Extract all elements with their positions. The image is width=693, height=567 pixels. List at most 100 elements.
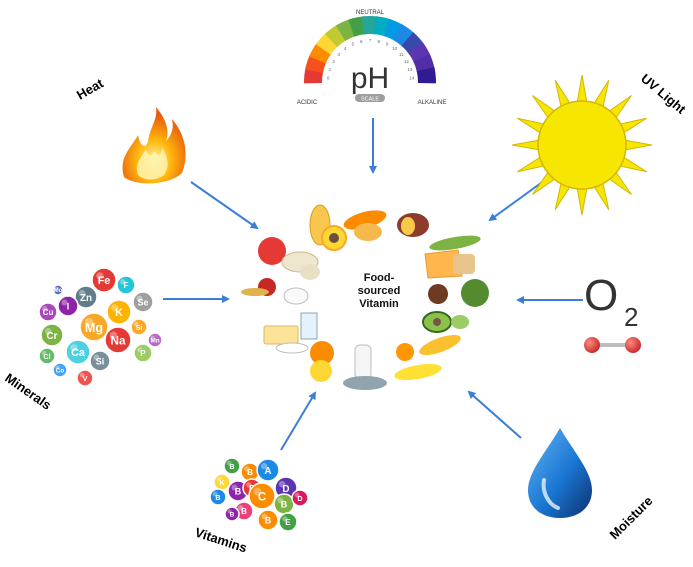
ph-segment [401, 32, 425, 55]
nut-icon [428, 284, 448, 304]
element-symbol: B [235, 487, 242, 497]
element-symbol: C [258, 491, 267, 504]
element-symbol: D [282, 484, 289, 495]
ph-number: 12 [404, 59, 410, 64]
element-bubble: Mg [79, 312, 109, 342]
element-symbol: Cl [43, 352, 50, 361]
element-symbol: F [124, 281, 129, 290]
arrow-heat [190, 181, 259, 230]
element-bubble: E [278, 512, 298, 532]
uv-light-label: UV Light [638, 71, 689, 117]
element-symbol: D [297, 494, 302, 503]
element-bubble: Mo [52, 284, 64, 296]
sun-ray [576, 74, 588, 104]
element-symbol: Mn [150, 337, 159, 344]
element-bubble: B [240, 462, 260, 482]
element-symbol: K [115, 307, 123, 319]
ph-segment [324, 24, 347, 47]
element-bubble: Fe [91, 267, 117, 293]
vitamins-cluster: BBAKBBDBBCBDBBE [209, 457, 309, 532]
sun-icon [511, 74, 653, 216]
cheese-icon [424, 249, 463, 279]
ph-number: 7 [369, 38, 372, 43]
ph-number: 3 [338, 52, 341, 57]
tomato-icon [258, 237, 286, 265]
ph-acidic-label: ACIDIC [297, 100, 318, 106]
element-symbol: Cu [43, 308, 54, 317]
sun-ray [511, 139, 541, 151]
ph-neutral-label: NEUTRAL [356, 10, 385, 16]
vitamins-label: Vitamins [193, 525, 249, 556]
element-symbol: Si [136, 323, 143, 332]
element-bubble: Zn [74, 285, 98, 309]
ph-segment [393, 24, 416, 47]
cheese-plate-icon [275, 342, 309, 354]
ph-number: 5 [352, 42, 355, 47]
ph-number: 1 [329, 67, 332, 72]
ph-number: 13 [407, 67, 413, 72]
bread-icon [453, 254, 475, 274]
element-bubble: A [256, 458, 280, 482]
element-bubble: Si [130, 318, 148, 336]
element-symbol: P [140, 349, 146, 358]
ph-number: 2 [332, 59, 335, 64]
element-symbol: Na [111, 335, 126, 348]
element-bubble: B [273, 493, 295, 515]
element-symbol: B [247, 468, 253, 477]
element-bubble: Cl [38, 347, 56, 365]
element-bubble: K [213, 473, 231, 491]
element-bubble: Co [52, 362, 68, 378]
element-bubble: F [116, 275, 136, 295]
ph-segment [309, 42, 332, 64]
element-symbol: Mg [85, 321, 103, 335]
cup-icon [283, 287, 309, 305]
minerals-label: Minerals [2, 370, 54, 413]
ph-number: 0 [327, 76, 330, 81]
food-ring [241, 204, 489, 390]
element-bubble: I [57, 295, 79, 317]
element-symbol: Ca [71, 347, 86, 359]
center-label-line1: Food- [363, 272, 395, 284]
arrow-moisture [467, 390, 522, 439]
element-symbol: B [229, 462, 234, 471]
element-bubble: P [133, 343, 153, 363]
ph-scale-label: SCALE [361, 97, 379, 103]
element-symbol: Co [56, 367, 65, 374]
element-bubble: C [248, 482, 276, 510]
element-symbol: B [281, 500, 288, 510]
element-symbol: E [285, 518, 291, 527]
pumpkin-icon [354, 223, 382, 241]
element-bubble: Mn [147, 332, 163, 348]
center-label-line2: sourced [357, 285, 401, 297]
flame-icon [122, 107, 186, 184]
milk-carton-icon [300, 312, 318, 340]
oxygen-atom-left [584, 337, 600, 353]
ph-number: 11 [399, 52, 404, 57]
ph-segment [305, 53, 327, 73]
element-symbol: I [67, 302, 70, 312]
oxygen-symbol: O [584, 271, 618, 320]
element-bubble: K [106, 299, 132, 325]
corn-icon [419, 335, 461, 355]
element-symbol: Si [96, 357, 105, 367]
milk-bottle-icon [354, 344, 372, 380]
element-bubble: Si [89, 350, 111, 372]
ph-number: 10 [392, 46, 398, 51]
oxygen-atom-right [625, 337, 641, 353]
element-bubble: V [76, 369, 94, 387]
ph-scale-pill [355, 94, 385, 102]
ph-segment [383, 18, 405, 41]
ph-title: pH [351, 62, 389, 95]
ph-segment [416, 66, 436, 84]
orange-icon [310, 341, 334, 365]
ph-number: 14 [409, 76, 415, 81]
element-symbol: B [265, 516, 272, 526]
element-bubble: Cu [38, 302, 58, 322]
element-bubble: B [257, 509, 279, 531]
heat-label: Heat [74, 75, 106, 102]
element-symbol: B [230, 511, 235, 518]
ph-number: 6 [360, 39, 363, 44]
element-symbol: Cr [47, 331, 58, 342]
